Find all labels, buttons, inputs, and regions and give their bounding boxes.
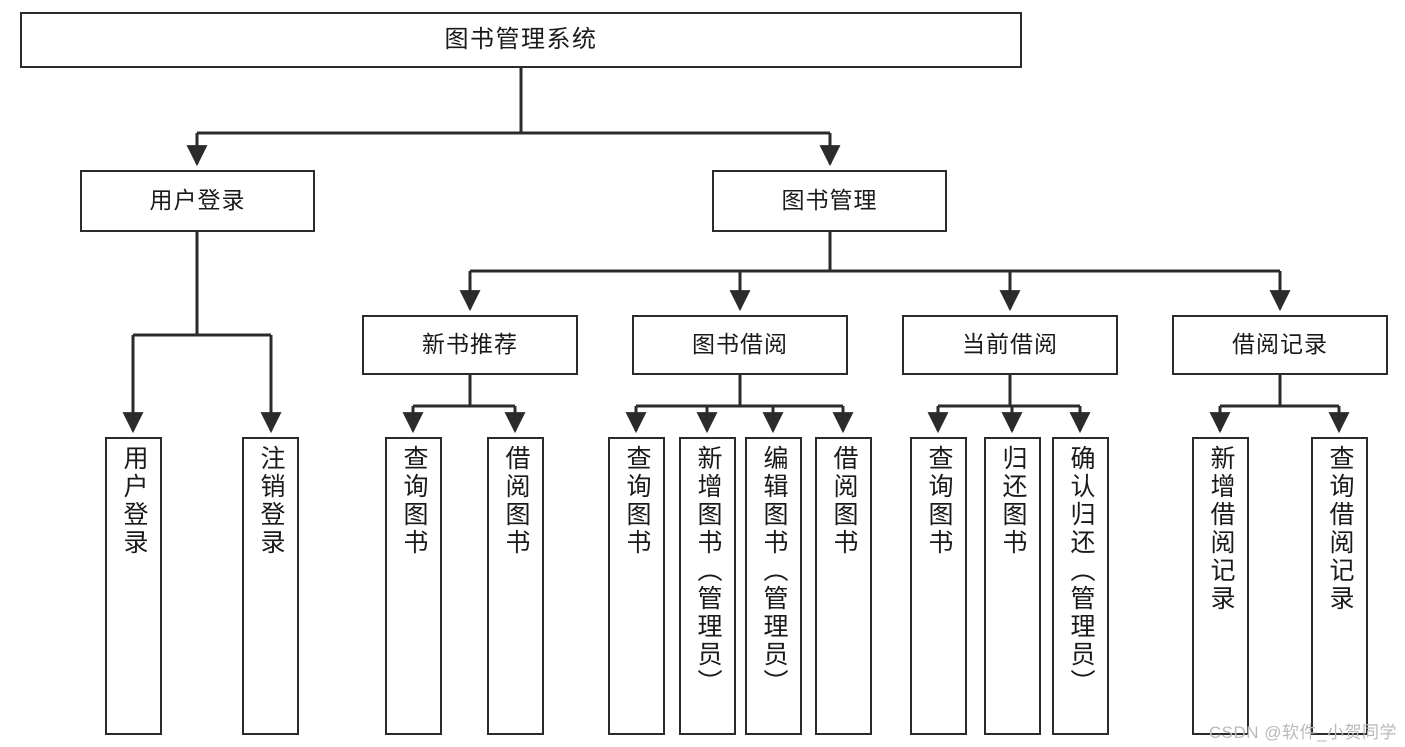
node-leaf-return-book-label: 归还图书 [999,445,1027,557]
node-borrow-record[interactable]: 借阅记录 [1172,315,1388,375]
node-leaf-confirm-return-admin[interactable]: 确认归还（管理员） [1052,437,1109,735]
node-root-label: 图书管理系统 [444,25,598,53]
node-leaf-confirm-return-admin-label: 确认归还（管理员） [1067,445,1095,697]
node-leaf-add-book-admin-label: 新增图书（管理员） [694,445,722,697]
node-leaf-query-book-rec[interactable]: 查询图书 [385,437,442,735]
node-leaf-add-borrow-record[interactable]: 新增借阅记录 [1192,437,1249,735]
node-root[interactable]: 图书管理系统 [20,12,1022,68]
node-new-book-recommend-label: 新书推荐 [422,331,518,358]
node-leaf-query-book-rec-label: 查询图书 [400,445,428,557]
node-leaf-borrow-book-rec-label: 借阅图书 [502,445,530,557]
node-leaf-logout-login[interactable]: 注销登录 [242,437,299,735]
node-leaf-logout-login-label: 注销登录 [257,445,285,557]
node-leaf-user-login-label: 用户登录 [120,445,148,557]
node-book-manage-label: 图书管理 [781,187,878,214]
node-user-login-label: 用户登录 [149,187,246,214]
node-book-borrow-label: 图书借阅 [692,331,788,358]
node-current-borrow-label: 当前借阅 [962,331,1058,358]
node-leaf-query-borrow-record-label: 查询借阅记录 [1326,445,1354,613]
node-leaf-edit-book-admin-label: 编辑图书（管理员） [760,445,788,697]
node-book-manage[interactable]: 图书管理 [712,170,947,232]
node-leaf-add-book-admin[interactable]: 新增图书（管理员） [679,437,736,735]
node-leaf-borrow-book-rec[interactable]: 借阅图书 [487,437,544,735]
node-leaf-return-book[interactable]: 归还图书 [984,437,1041,735]
node-leaf-borrow-book[interactable]: 借阅图书 [815,437,872,735]
node-leaf-borrow-book-label: 借阅图书 [830,445,858,557]
node-leaf-query-book-cur-label: 查询图书 [925,445,953,557]
node-current-borrow[interactable]: 当前借阅 [902,315,1118,375]
node-leaf-add-borrow-record-label: 新增借阅记录 [1207,445,1235,613]
node-book-borrow[interactable]: 图书借阅 [632,315,848,375]
node-leaf-query-book-borrow-label: 查询图书 [623,445,651,557]
node-leaf-query-book-borrow[interactable]: 查询图书 [608,437,665,735]
node-borrow-record-label: 借阅记录 [1232,331,1328,358]
node-leaf-user-login[interactable]: 用户登录 [105,437,162,735]
node-leaf-query-borrow-record[interactable]: 查询借阅记录 [1311,437,1368,735]
node-leaf-edit-book-admin[interactable]: 编辑图书（管理员） [745,437,802,735]
node-user-login[interactable]: 用户登录 [80,170,315,232]
node-leaf-query-book-cur[interactable]: 查询图书 [910,437,967,735]
csdn-watermark: CSDN @软件_小贺同学 [1208,723,1397,742]
node-new-book-recommend[interactable]: 新书推荐 [362,315,578,375]
